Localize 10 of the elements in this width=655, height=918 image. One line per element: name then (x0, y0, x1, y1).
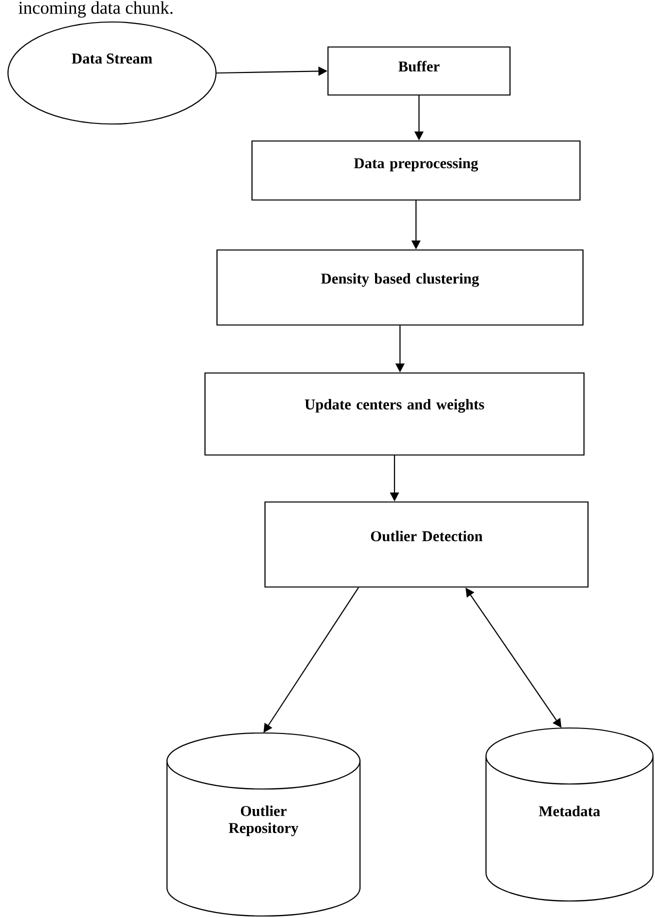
process-box: Data preprocessing (251, 140, 581, 201)
ellipse-node: Data Stream (7, 21, 217, 125)
node-label: Metadata (538, 806, 600, 816)
process-box: Density based clustering (216, 249, 584, 326)
database-cylinder: Metadata (485, 727, 654, 902)
database-cylinder: Outlier Repository (166, 732, 361, 917)
process-box: Update centers and weights (204, 372, 585, 456)
process-box: Buffer (327, 46, 511, 96)
process-box: Outlier Detection (264, 501, 589, 588)
node-label: Outlier Repository (228, 806, 298, 836)
